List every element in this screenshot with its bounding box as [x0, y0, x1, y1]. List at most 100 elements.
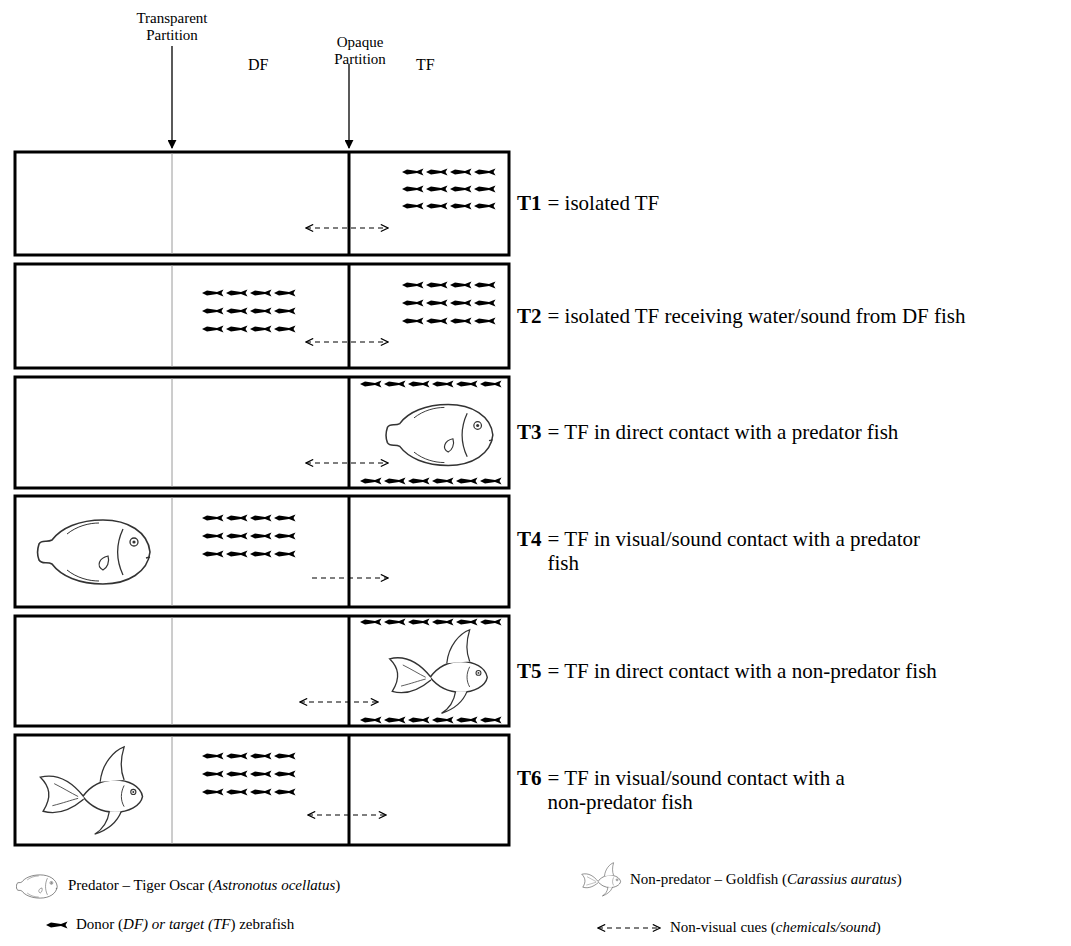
zebrafish-icon [450, 282, 472, 289]
zebrafish-icon [432, 478, 454, 485]
zebrafish-icon [450, 186, 472, 193]
zebrafish-icon [474, 186, 496, 193]
goldfish-drawing [40, 747, 142, 834]
opaque-partition [348, 153, 351, 844]
zebrafish-icon [202, 753, 224, 760]
zebrafish-icon [226, 771, 248, 778]
zebrafish-icon [360, 478, 382, 485]
legend-oscar-icon [16, 875, 57, 898]
zebrafish-icon [202, 290, 224, 297]
zebrafish-icon [474, 318, 496, 325]
treatment-description: = isolated TF receiving water/sound from… [548, 304, 966, 328]
zebrafish-icon [384, 381, 406, 388]
zebrafish-icon [274, 308, 296, 315]
zebrafish-icon [474, 203, 496, 210]
treatment-code: T3 [517, 420, 542, 444]
zebrafish-icon [202, 551, 224, 558]
legend-text: Non-visual cues (chemicals/sound) [670, 919, 881, 936]
zebrafish-icon [474, 282, 496, 289]
zebrafish-icon [480, 381, 502, 388]
legend-text: Non-predator – Goldfish (Carassius aurat… [630, 871, 902, 888]
zebrafish-icon [202, 308, 224, 315]
zebrafish-icon [360, 717, 382, 724]
oscar-drawing [38, 520, 151, 584]
zebrafish-icon [480, 478, 502, 485]
zebrafish-icon [402, 169, 424, 176]
zebrafish-icon [274, 533, 296, 540]
treatment-description: = TF in direct contact with a predator f… [548, 420, 899, 444]
zebrafish-icon [274, 290, 296, 297]
zebrafish-icon [250, 753, 272, 760]
treatment-label: T5= TF in direct contact with a non-pred… [517, 659, 937, 683]
zebrafish-icon [456, 478, 478, 485]
zebrafish-icon [274, 771, 296, 778]
zebrafish-icon [450, 203, 472, 210]
zebrafish-icon [250, 533, 272, 540]
zebrafish-icon [202, 789, 224, 796]
zebrafish-icon [250, 290, 272, 297]
zebrafish-icon [274, 551, 296, 558]
zebrafish-icon [426, 186, 448, 193]
zebrafish-icon [226, 551, 248, 558]
zebrafish-icon [426, 318, 448, 325]
zebrafish-icon [432, 717, 454, 724]
zebrafish-icon [408, 717, 430, 724]
zebrafish-icon [426, 169, 448, 176]
legend-zebrafish-icon [46, 922, 68, 929]
zebrafish-icon [226, 308, 248, 315]
zebrafish-icon [432, 619, 454, 626]
zebrafish-group [202, 169, 502, 796]
cue-arrow [300, 228, 388, 815]
zebrafish-icon [402, 300, 424, 307]
zebrafish-icon [474, 300, 496, 307]
oscar-drawing [386, 405, 493, 466]
zebrafish-icon [402, 282, 424, 289]
zebrafish-icon [450, 300, 472, 307]
zebrafish-icon [402, 203, 424, 210]
zebrafish-icon [250, 308, 272, 315]
treatment-label: T3= TF in direct contact with a predator… [517, 420, 898, 444]
zebrafish-icon [250, 326, 272, 333]
zebrafish-icon [274, 789, 296, 796]
zebrafish-icon [402, 318, 424, 325]
zebrafish-icon [432, 381, 454, 388]
zebrafish-icon [226, 753, 248, 760]
zebrafish-icon [226, 789, 248, 796]
legend-cue-arrow [598, 927, 660, 928]
treatment-code: T6 [517, 766, 542, 790]
zebrafish-icon [474, 169, 496, 176]
zebrafish-icon [226, 515, 248, 522]
zebrafish-icon [360, 619, 382, 626]
zebrafish-icon [450, 169, 472, 176]
zebrafish-icon [202, 326, 224, 333]
pointer-arrow [348, 64, 349, 148]
zebrafish-icon [250, 771, 272, 778]
zebrafish-icon [274, 515, 296, 522]
treatment-label: T4= TF in visual/sound contact with a pr… [517, 527, 923, 575]
zebrafish-icon [226, 326, 248, 333]
treatment-description: = TF in direct contact with a non-predat… [548, 659, 937, 683]
treatment-description: = TF in visual/sound contact with a non-… [548, 766, 848, 814]
zebrafish-icon [456, 619, 478, 626]
zebrafish-icon [226, 290, 248, 297]
zebrafish-icon [202, 533, 224, 540]
treatment-label: T1= isolated TF [517, 191, 659, 215]
treatment-code: T4 [517, 527, 542, 551]
partition-label: Transparent Partition [122, 10, 222, 45]
zebrafish-icon [426, 300, 448, 307]
treatment-code: T2 [517, 304, 542, 328]
zebrafish-icon [384, 619, 406, 626]
zebrafish-icon [202, 771, 224, 778]
zebrafish-icon [250, 515, 272, 522]
zebrafish-icon [274, 326, 296, 333]
zebrafish-icon [408, 381, 430, 388]
zebrafish-icon [426, 203, 448, 210]
zebrafish-icon [360, 381, 382, 388]
zebrafish-icon [202, 515, 224, 522]
treatment-code: T5 [517, 659, 542, 683]
zebrafish-icon [480, 619, 502, 626]
zebrafish-icon [250, 551, 272, 558]
zebrafish-icon [384, 478, 406, 485]
